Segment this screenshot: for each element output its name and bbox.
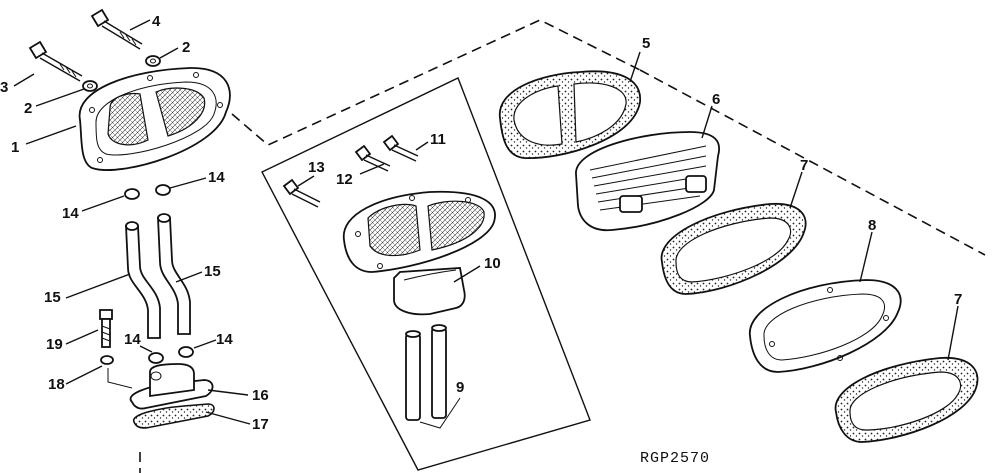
callout-1: 1 [11, 139, 19, 156]
callout-10: 10 [484, 255, 501, 272]
callout-14b: 14 [208, 169, 225, 186]
gasket-5 [499, 70, 641, 159]
cap-screw-3 [28, 40, 83, 82]
inset-frame [261, 77, 591, 471]
tube-flange-16 [129, 363, 214, 410]
callout-13: 13 [308, 159, 325, 176]
callout-11: 11 [430, 131, 446, 148]
callout-7a: 7 [800, 157, 808, 174]
lock-washer-2a [145, 55, 161, 67]
adapter-plate-8 [749, 279, 902, 373]
callout-2a: 2 [24, 100, 32, 117]
housing-cover-1 [78, 67, 231, 171]
cap-screw-11 [382, 134, 419, 162]
oil-tube-15a [125, 221, 161, 339]
o-ring-14d [178, 346, 194, 358]
callout-3: 3 [0, 79, 8, 96]
callout-9: 9 [456, 379, 464, 396]
oil-cooler-6 [575, 131, 720, 232]
cap-screw-4 [90, 8, 143, 50]
oil-tube-15b [157, 213, 191, 335]
gasket-7b [834, 357, 979, 443]
o-ring-14b [155, 184, 171, 196]
o-ring-14a [124, 188, 140, 200]
callout-19: 19 [46, 336, 63, 353]
callout-6: 6 [712, 91, 720, 108]
callout-8: 8 [868, 217, 876, 234]
alignment-lines [139, 19, 986, 473]
callout-16: 16 [252, 387, 269, 404]
washer-18 [100, 355, 114, 365]
lock-washer-2b [82, 80, 98, 92]
callout-7b: 7 [954, 291, 962, 308]
callout-2b: 2 [182, 39, 190, 56]
filter-housing-10 [343, 190, 496, 316]
callout-15a: 15 [44, 289, 61, 306]
gasket-17 [133, 403, 215, 429]
cap-screw-19 [99, 309, 113, 348]
callout-5: 5 [642, 35, 650, 52]
callout-4: 4 [152, 13, 161, 30]
callout-labels: 1 2 2 3 4 5 6 7 7 8 9 10 11 12 13 14 14 … [0, 13, 962, 433]
callout-17: 17 [252, 416, 269, 433]
leader-lines [13, 19, 959, 425]
cap-screw-13 [282, 178, 321, 208]
figure-id-label: RGP2570 [640, 450, 710, 467]
callout-14d: 14 [216, 331, 233, 348]
callout-15b: 15 [204, 263, 221, 280]
callout-14a: 14 [62, 205, 79, 222]
callout-18: 18 [48, 376, 65, 393]
cap-screw-12 [354, 144, 391, 172]
o-ring-14c [148, 352, 164, 364]
callout-12: 12 [336, 171, 353, 188]
gasket-7a [660, 203, 807, 295]
tube-pair-9 [405, 324, 461, 429]
callout-14c: 14 [124, 331, 141, 348]
